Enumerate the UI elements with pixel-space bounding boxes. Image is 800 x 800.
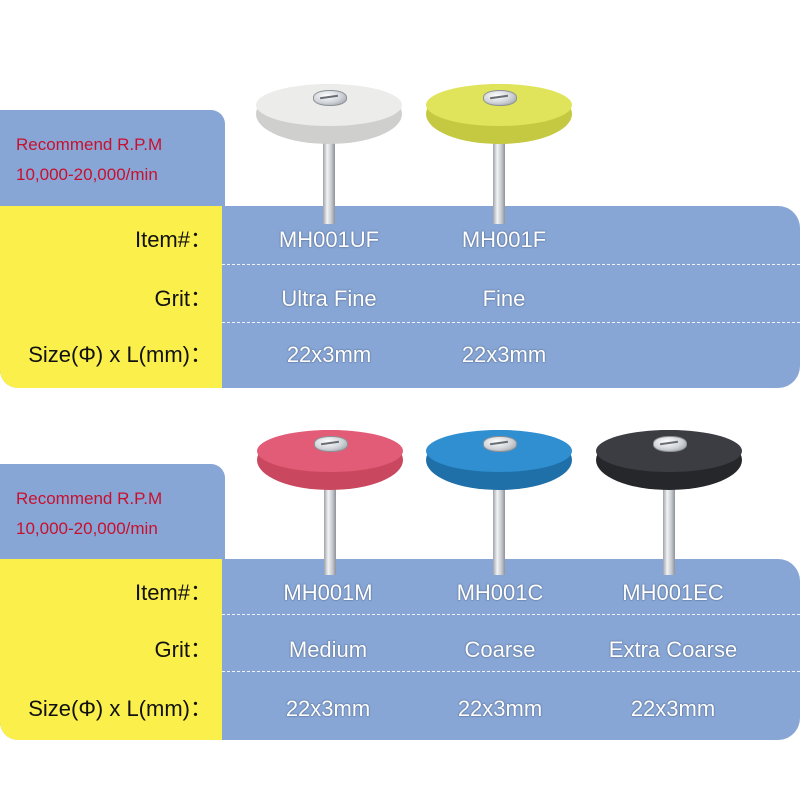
product-panel-1: Recommend R.P.M 10,000-20,000/min Item#：…: [0, 84, 800, 388]
screw-icon: [483, 90, 517, 106]
grit-value: Medium: [288, 637, 368, 662]
row-divider: [222, 671, 800, 672]
grit-row: Grit： Ultra Fine Fine: [0, 270, 800, 328]
spec-table: Item#： MH001UF MH001F Grit： Ultra Fine F…: [0, 206, 800, 388]
label-column: [0, 559, 222, 740]
rpm-value: 10,000-20,000/min: [16, 519, 158, 538]
size-value: 22x3mm: [457, 696, 543, 721]
grit-label: Grit：: [154, 637, 212, 662]
row-divider: [222, 264, 800, 265]
product-panel-2: Recommend R.P.M 10,000-20,000/min Item#：…: [0, 400, 800, 800]
item-row: Item#： MH001UF MH001F: [0, 211, 800, 269]
grit-value: Extra Coarse: [608, 637, 738, 662]
rpm-value: 10,000-20,000/min: [16, 165, 158, 184]
item-value: MH001M: [283, 580, 373, 605]
item-value: MH001C: [456, 580, 544, 605]
row-divider: [222, 614, 800, 615]
screw-icon: [314, 436, 348, 452]
yellow-polishing-wheel-icon: [426, 84, 572, 224]
grit-row: Grit： Medium Coarse Extra Coarse: [0, 621, 800, 679]
screw-icon: [653, 436, 687, 452]
size-label: Size(Φ) x L(mm)：: [28, 342, 212, 367]
size-row: Size(Φ) x L(mm)： 22x3mm 22x3mm: [0, 326, 800, 384]
label-column: [0, 206, 222, 388]
size-value: 22x3mm: [285, 696, 371, 721]
shank: [323, 124, 335, 224]
size-value: 22x3mm: [286, 342, 372, 367]
shank: [663, 470, 675, 575]
size-value: 22x3mm: [630, 696, 716, 721]
rpm-tab: Recommend R.P.M 10,000-20,000/min: [0, 110, 225, 210]
grit-value: Fine: [482, 286, 526, 311]
item-row: Item#： MH001M MH001C MH001EC: [0, 564, 800, 622]
item-value: MH001UF: [278, 227, 380, 252]
size-label: Size(Φ) x L(mm)：: [28, 696, 212, 721]
rpm-title: Recommend R.P.M: [16, 135, 163, 154]
white-polishing-wheel-icon: [256, 84, 402, 224]
shank: [493, 470, 505, 575]
pink-polishing-wheel-icon: [257, 430, 403, 575]
spec-table: Item#： MH001M MH001C MH001EC Grit： Mediu…: [0, 559, 800, 740]
row-divider: [222, 322, 800, 323]
size-value: 22x3mm: [461, 342, 547, 367]
shank: [493, 124, 505, 224]
rpm-title: Recommend R.P.M: [16, 489, 163, 508]
grit-label: Grit：: [154, 286, 212, 311]
screw-icon: [483, 436, 517, 452]
item-label: Item#：: [134, 580, 212, 605]
item-value: MH001EC: [622, 580, 724, 605]
black-polishing-wheel-icon: [596, 430, 742, 575]
item-label: Item#：: [134, 227, 212, 252]
rpm-tab: Recommend R.P.M 10,000-20,000/min: [0, 464, 225, 564]
blue-polishing-wheel-icon: [426, 430, 572, 575]
item-value: MH001F: [461, 227, 547, 252]
size-row: Size(Φ) x L(mm)： 22x3mm 22x3mm 22x3mm: [0, 680, 800, 738]
screw-icon: [313, 90, 347, 106]
grit-value: Ultra Fine: [281, 286, 377, 311]
shank: [324, 470, 336, 575]
grit-value: Coarse: [464, 637, 536, 662]
